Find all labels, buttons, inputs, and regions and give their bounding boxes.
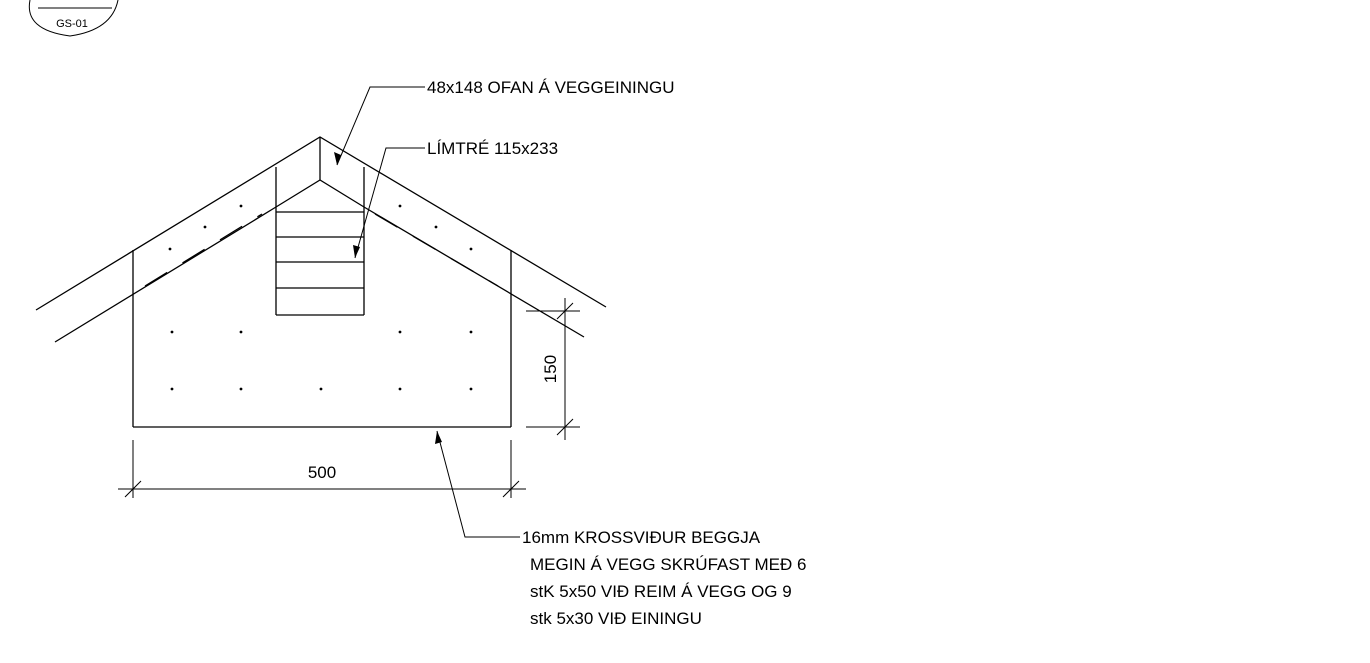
glulam-laminations xyxy=(276,236,364,289)
plywood-gusset xyxy=(132,250,512,428)
leader-plywood: 16mm KROSSVIÐUR BEGGJA MEGIN Á VEGG SKRÚ… xyxy=(435,430,806,628)
hidden-lines xyxy=(144,213,499,287)
label-plywood-line-3: stK 5x50 VIÐ REIM Á VEGG OG 9 xyxy=(530,582,792,601)
label-plywood-line-4: stk 5x30 VIÐ EININGU xyxy=(530,609,702,628)
label-plywood-line-2: MEGIN Á VEGG SKRÚFAST MEÐ 6 xyxy=(530,555,806,574)
dimension-height: 150 xyxy=(526,298,580,440)
dimension-width: 500 xyxy=(118,440,526,498)
label-plywood-line-1: 16mm KROSSVIÐUR BEGGJA xyxy=(522,528,761,547)
roof-rafters xyxy=(35,136,607,343)
top-plate-48x148 xyxy=(275,137,365,316)
detail-tag-text: GS-01 xyxy=(56,18,88,30)
dimension-height-text: 150 xyxy=(541,355,560,383)
leader-top-plate: 48x148 OFAN Á VEGGEININGU xyxy=(334,78,675,166)
label-glulam: LÍMTRÉ 115x233 xyxy=(427,139,558,158)
dimension-width-text: 500 xyxy=(308,463,336,482)
screw-pattern xyxy=(168,204,473,391)
detail-tag: GS-01 xyxy=(28,0,119,37)
label-top-plate: 48x148 OFAN Á VEGGEININGU xyxy=(427,78,675,97)
leader-glulam: LÍMTRÉ 115x233 xyxy=(353,139,558,259)
